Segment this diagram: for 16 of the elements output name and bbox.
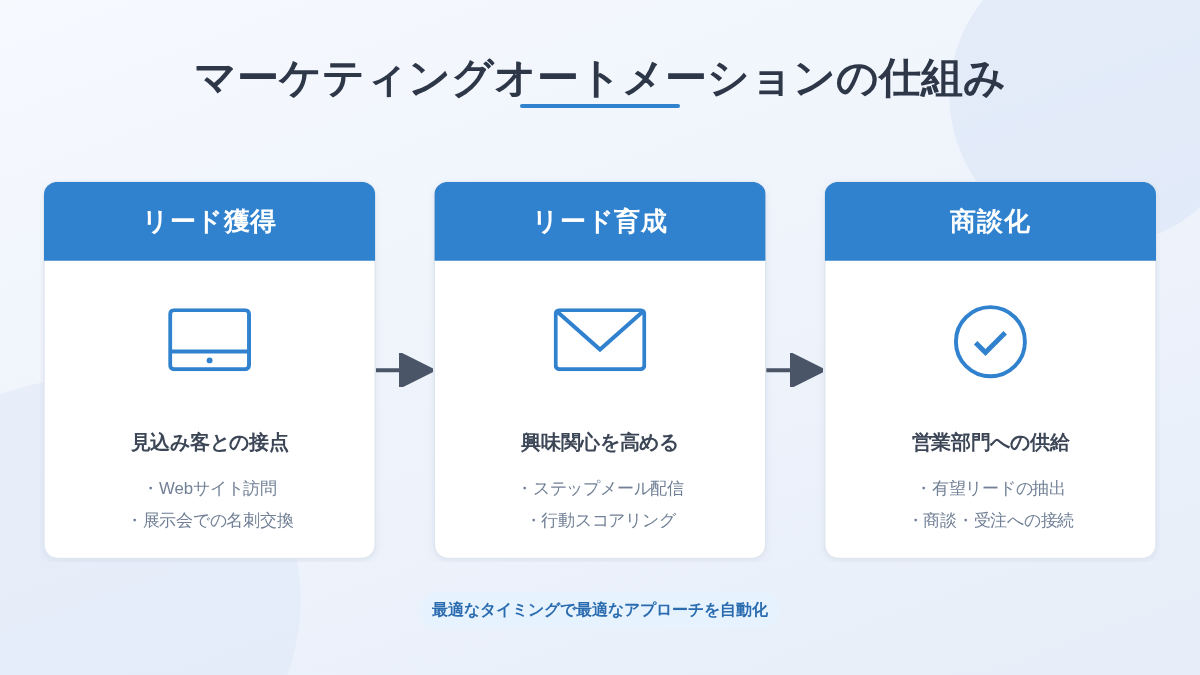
bullet-item: ・行動スコアリング: [523, 510, 677, 532]
bullet-item: ・展示会での名刺交換: [124, 510, 295, 532]
step-subtitle: 営業部門への供給: [910, 430, 1071, 455]
step-subtitle: 興味関心を高める: [520, 430, 680, 455]
caption: 最適なタイミングで最適なアプローチを自動化: [420, 592, 780, 628]
bullet-item: ・Webサイト訪問: [141, 478, 278, 501]
arrow: [375, 351, 435, 389]
bullet-item: ・商談・受注への接続: [905, 510, 1076, 532]
card-header: リード獲得: [43, 181, 376, 261]
title: マーケティングオートメーションの仕組み: [194, 53, 1006, 103]
card-header: 商談化: [824, 181, 1157, 261]
bullet-item: ・ステップメール配信: [515, 478, 685, 501]
arrow: [765, 351, 825, 389]
card-header: リード育成: [434, 181, 766, 261]
bullet-item: ・有望リードの抽出: [914, 478, 1067, 501]
step-subtitle: 見込み客との接点: [129, 430, 290, 455]
